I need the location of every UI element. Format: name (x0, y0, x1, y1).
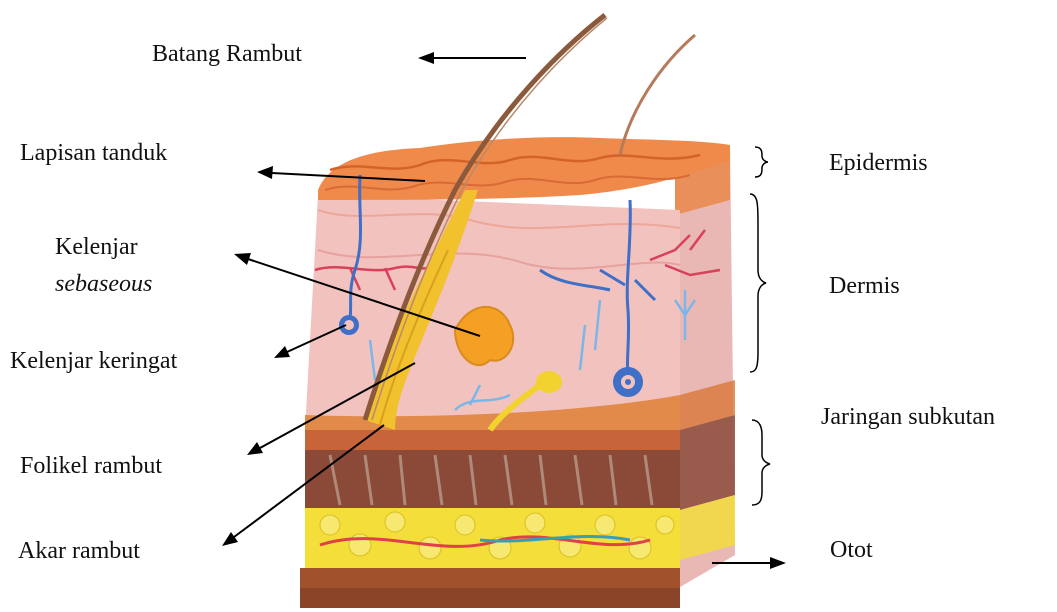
label-kelenjar-keringat: Kelenjar keringat (10, 347, 177, 375)
label-folikel-rambut: Folikel rambut (20, 452, 162, 480)
label-jaringan-subkutan: Jaringan subkutan (821, 403, 995, 431)
fat-layer (305, 508, 680, 568)
label-kelenjar-sebaseous-line1: Kelenjar (55, 233, 138, 261)
label-otot: Otot (830, 536, 873, 564)
label-akar-rambut: Akar rambut (18, 537, 140, 565)
label-lapisan-tanduk: Lapisan tanduk (20, 139, 167, 167)
brace-jaringan-subkutan (752, 420, 770, 505)
sweat-gland-coil-left (339, 315, 359, 335)
muscle-layer (300, 568, 680, 608)
arrow-batang-rambut (418, 52, 526, 64)
brace-epidermis (755, 147, 768, 177)
label-dermis: Dermis (829, 272, 900, 300)
hair-shaft-secondary (620, 35, 695, 155)
layer-braces (750, 147, 770, 505)
label-epidermis: Epidermis (829, 149, 928, 177)
skin-block-side (675, 145, 735, 590)
epidermis-layer (318, 137, 730, 200)
subcutan-tissue (305, 450, 680, 508)
sweat-gland-coil-right (613, 367, 643, 397)
brace-dermis (750, 194, 766, 372)
label-batang-rambut: Batang Rambut (152, 40, 302, 68)
label-kelenjar-sebaseous-line2: sebaseous (55, 270, 152, 298)
